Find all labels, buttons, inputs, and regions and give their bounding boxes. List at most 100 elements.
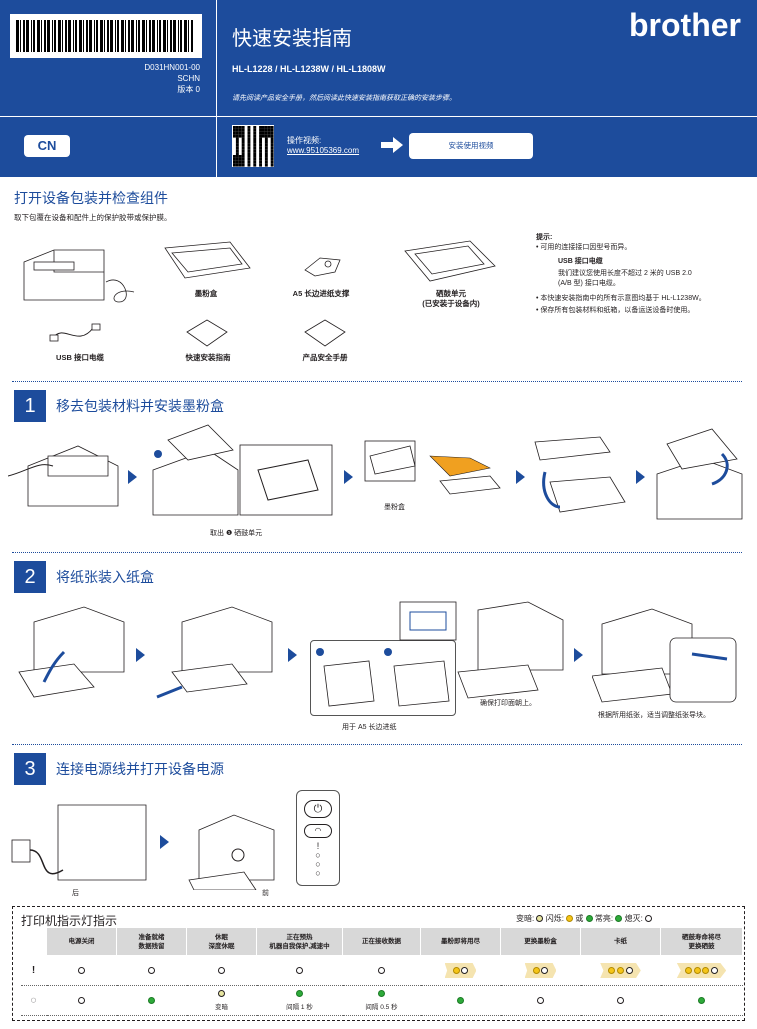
legend-blink: 闪烁:	[545, 914, 564, 923]
step2-a5-illustration	[316, 648, 450, 707]
a5-feed-callout	[310, 640, 456, 716]
note-interval-1s: 间隔 1 秒	[286, 1003, 313, 1011]
intro-text: 请先阅读产品安全手册，然后阅读此快速安装指南获取正确的安装步骤。	[232, 95, 456, 102]
col-ready: 准备就绪 数据残留	[116, 927, 187, 956]
section-divider	[12, 744, 742, 745]
item-drum-note: (已安装于设备内)	[422, 299, 480, 308]
step3-back-caption: 后	[72, 890, 79, 897]
item-quick-guide-label: 快速安装指南	[185, 353, 231, 362]
video-button[interactable]: 安装使用视频	[409, 133, 533, 159]
quick-guide-illustration	[186, 319, 228, 347]
tip-usb-heading: USB 接口电缆	[558, 258, 603, 265]
arrow-right-icon	[344, 470, 353, 484]
legend-dim: 变暗:	[516, 914, 535, 923]
arrow-right-icon	[136, 648, 145, 662]
led-on	[698, 996, 705, 1004]
note-interval-05s: 间隔 0.5 秒	[365, 1003, 398, 1011]
item-toner-label: 墨粉盒	[194, 289, 218, 298]
col-power-off: 电源关闭	[46, 927, 117, 956]
lang-code: SCHN	[177, 74, 200, 83]
barcode	[10, 14, 202, 58]
wifi-button-icon[interactable]: ◠	[304, 824, 332, 838]
arrow-right-icon	[288, 648, 297, 662]
video-url-link[interactable]: www.95105369.com	[287, 146, 360, 155]
legend-on-led	[615, 915, 623, 923]
tip-usb-text-1: 我们建议您使用长度不超过 2 米的 USB 2.0	[558, 270, 692, 277]
model-list: HL-L1228 / HL-L1238W / HL-L1808W	[232, 64, 386, 74]
note-dim: 变暗	[215, 1003, 228, 1011]
video-label: 操作视频: www.95105369.com	[287, 136, 359, 156]
item-drum-label: 硒鼓单元	[436, 289, 466, 298]
led-off	[296, 966, 303, 974]
led-off	[148, 966, 155, 974]
led-off	[78, 966, 85, 974]
led-dim	[218, 990, 225, 998]
led-on	[457, 996, 464, 1004]
item-safety-guide-label: 产品安全手册	[302, 353, 348, 362]
step2-number: 2	[14, 561, 46, 593]
step1-number: 1	[14, 390, 46, 422]
legend-dim-led	[536, 915, 544, 923]
step3-power-cable-illustration	[11, 804, 147, 881]
col-replace-toner: 更换墨粉盒	[500, 927, 581, 956]
usb-cable-illustration	[49, 323, 101, 342]
header-divider	[0, 116, 757, 117]
col-warming: 正在预热 机器自我保护,减速中	[256, 927, 343, 956]
brother-logo: brother	[629, 7, 741, 43]
tip-1: • 可用的连接接口因型号而异。	[536, 244, 632, 251]
row-icon-power: ◌	[20, 985, 47, 1016]
step2-a5-caption: 用于 A5 长边进纸	[342, 724, 397, 731]
step2-pull-tray-illustration	[156, 606, 273, 699]
col-toner-low: 墨粉即将用尽	[420, 927, 501, 956]
svg-text:brother: brother	[629, 7, 741, 43]
step2-guide-caption: 根据所用纸张，适当调整纸张导块。	[598, 712, 710, 719]
power-button-icon[interactable]: ⏻	[304, 800, 332, 818]
printer-with-cable-illustration	[23, 249, 135, 303]
led-table: 电源关闭 准备就绪 数据残留 休眠 深度休眠 正在预热 机器自我保护,减速中 正…	[20, 927, 743, 1016]
step3-printer-front-illustration	[188, 814, 275, 890]
section-divider	[12, 552, 742, 553]
page-title: 快速安装指南	[232, 28, 352, 50]
arrow-right-icon	[128, 470, 137, 484]
qr-code[interactable]	[232, 125, 274, 167]
legend-blink-yellow-led	[566, 915, 574, 923]
arrow-right-icon	[574, 648, 583, 662]
col-paper-jam: 卡纸	[580, 927, 661, 956]
step1-title: 移去包装材料并安装墨粉盒	[56, 398, 224, 414]
led-blink	[296, 990, 303, 998]
step3-front-caption: 前	[262, 890, 269, 897]
legend-off-led	[645, 915, 653, 923]
arrow-right-icon	[381, 137, 403, 153]
tip-2: • 本快速安装指南中的所有示意图均基于 HL-L1238W。	[536, 295, 706, 302]
step1-insert-toner-illustration	[534, 436, 626, 513]
legend-off: 熄灭:	[624, 914, 643, 923]
step3-number: 3	[14, 753, 46, 785]
step1-remove-caption: 取出 ❶ 硒鼓单元	[210, 530, 263, 537]
unpack-subtitle: 取下包覆在设备和配件上的保护胶带或保护膜。	[14, 213, 172, 222]
table-row: ◌ 变暗 间隔 1 秒 间隔 0.5 秒	[20, 985, 743, 1016]
led-on	[148, 996, 155, 1004]
led-off	[617, 996, 624, 1004]
arrow-right-icon	[636, 470, 645, 484]
step1-toner-illustration	[364, 440, 501, 495]
step1-remove-drum-illustration	[152, 424, 333, 516]
table-row: !	[20, 955, 743, 986]
unpack-title: 打开设备包装并检查组件	[14, 190, 168, 206]
header-divider-vertical	[216, 0, 217, 177]
led-off	[537, 996, 544, 1004]
legend-or: 或	[575, 914, 584, 923]
control-panel-callout	[296, 790, 340, 886]
step2-title: 将纸张装入纸盒	[56, 569, 154, 585]
col-drum-end: 硒鼓寿命将尽 更换硒鼓	[660, 927, 743, 956]
drum-unit-illustration	[404, 240, 496, 282]
led-off	[218, 966, 225, 974]
doc-code: D031HN001-00	[144, 63, 200, 72]
led-table-title: 打印机指示灯指示	[18, 912, 121, 929]
tip-usb-text-2: (A/B 型) 接口电缆。	[558, 280, 620, 287]
section-divider	[12, 381, 742, 382]
tip-3: • 保存所有包装材料和纸箱，以备运送设备时使用。	[536, 307, 695, 314]
step2-adjust-guide-illustration	[592, 608, 737, 703]
col-sleep: 休眠 深度休眠	[186, 927, 257, 956]
step3-title: 连接电源线并打开设备电源	[56, 761, 224, 777]
legend-on: 常亮:	[594, 914, 614, 923]
